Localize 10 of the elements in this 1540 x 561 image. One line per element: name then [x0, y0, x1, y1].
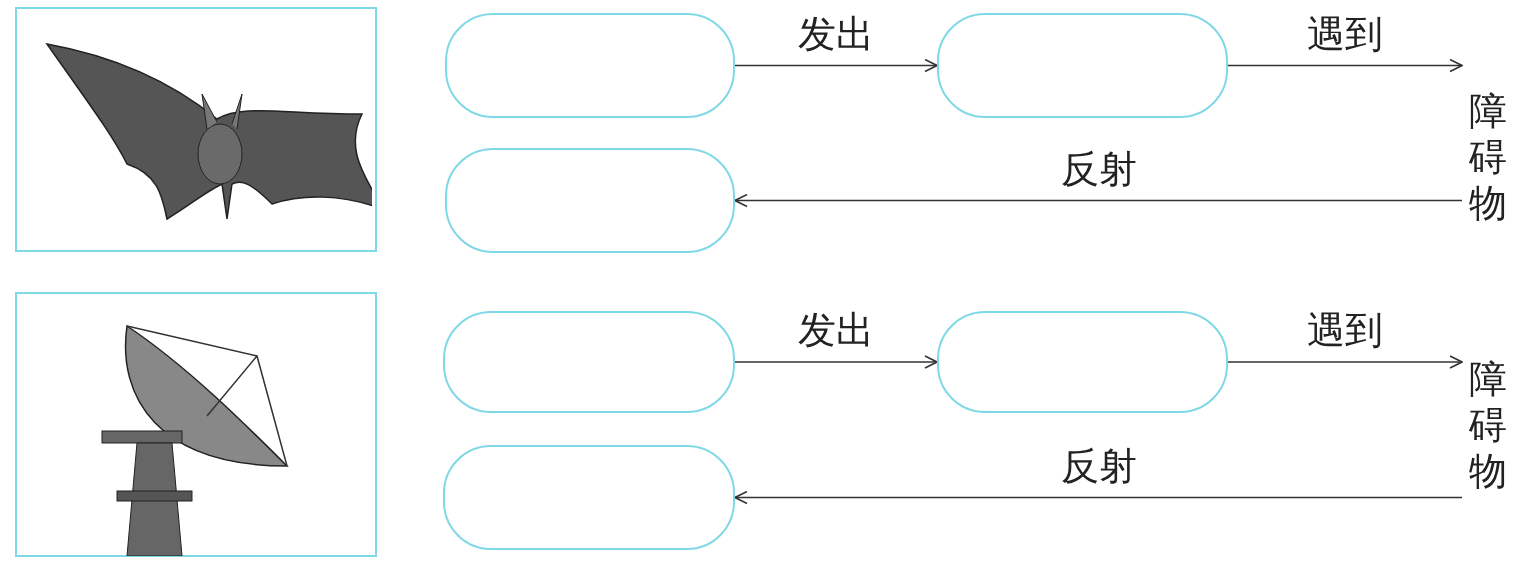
arrow	[734, 490, 1463, 505]
picture-frame	[15, 7, 377, 252]
arrow	[734, 355, 938, 369]
arrow	[734, 193, 1463, 208]
arrow	[1227, 355, 1463, 369]
obstacle-label: 障碍物	[1462, 356, 1514, 496]
arrow	[1227, 58, 1463, 73]
obstacle-label: 障碍物	[1462, 88, 1514, 228]
picture-frame	[15, 292, 377, 557]
arrow	[734, 58, 938, 73]
